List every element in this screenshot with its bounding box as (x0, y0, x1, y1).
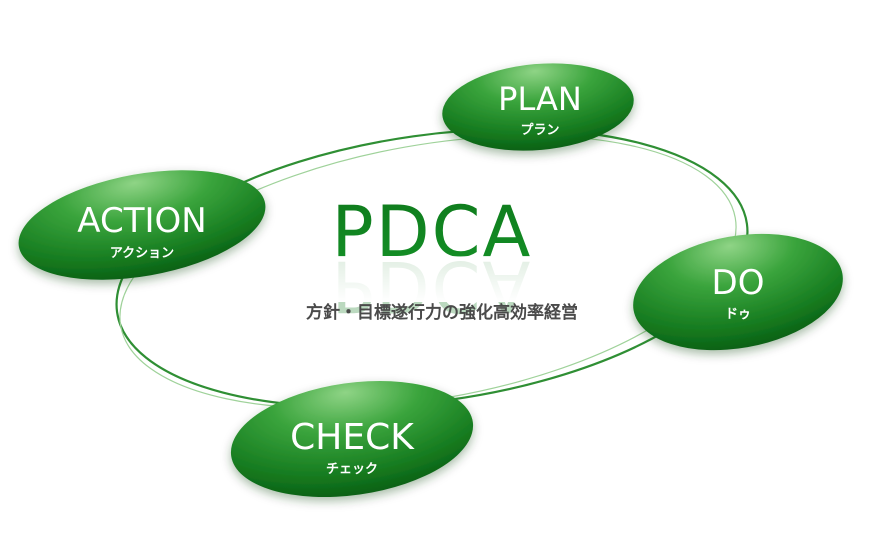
center-subtitle: 方針・目標遂行力の強化高効率経営 (306, 302, 578, 323)
stage-plan: PLAN プラン (442, 63, 634, 151)
stage-check-kana: チェック (326, 462, 378, 477)
stage-action: ACTION アクション (18, 170, 266, 280)
stage-action-label: ACTION (77, 201, 206, 241)
stage-action-kana: アクション (110, 246, 174, 261)
stage-check: CHECK チェック (230, 381, 474, 497)
center-block: PDCA PDCA 方針・目標遂行力の強化高効率経営 (290, 191, 580, 327)
stage-do: DO ドゥ (633, 233, 843, 351)
stage-plan-kana: プラン (520, 123, 559, 138)
stage-do-kana: ドゥ (725, 307, 751, 322)
stage-plan-label: PLAN (498, 80, 582, 118)
stage-do-label: DO (712, 263, 765, 303)
stage-check-label: CHECK (290, 417, 415, 458)
